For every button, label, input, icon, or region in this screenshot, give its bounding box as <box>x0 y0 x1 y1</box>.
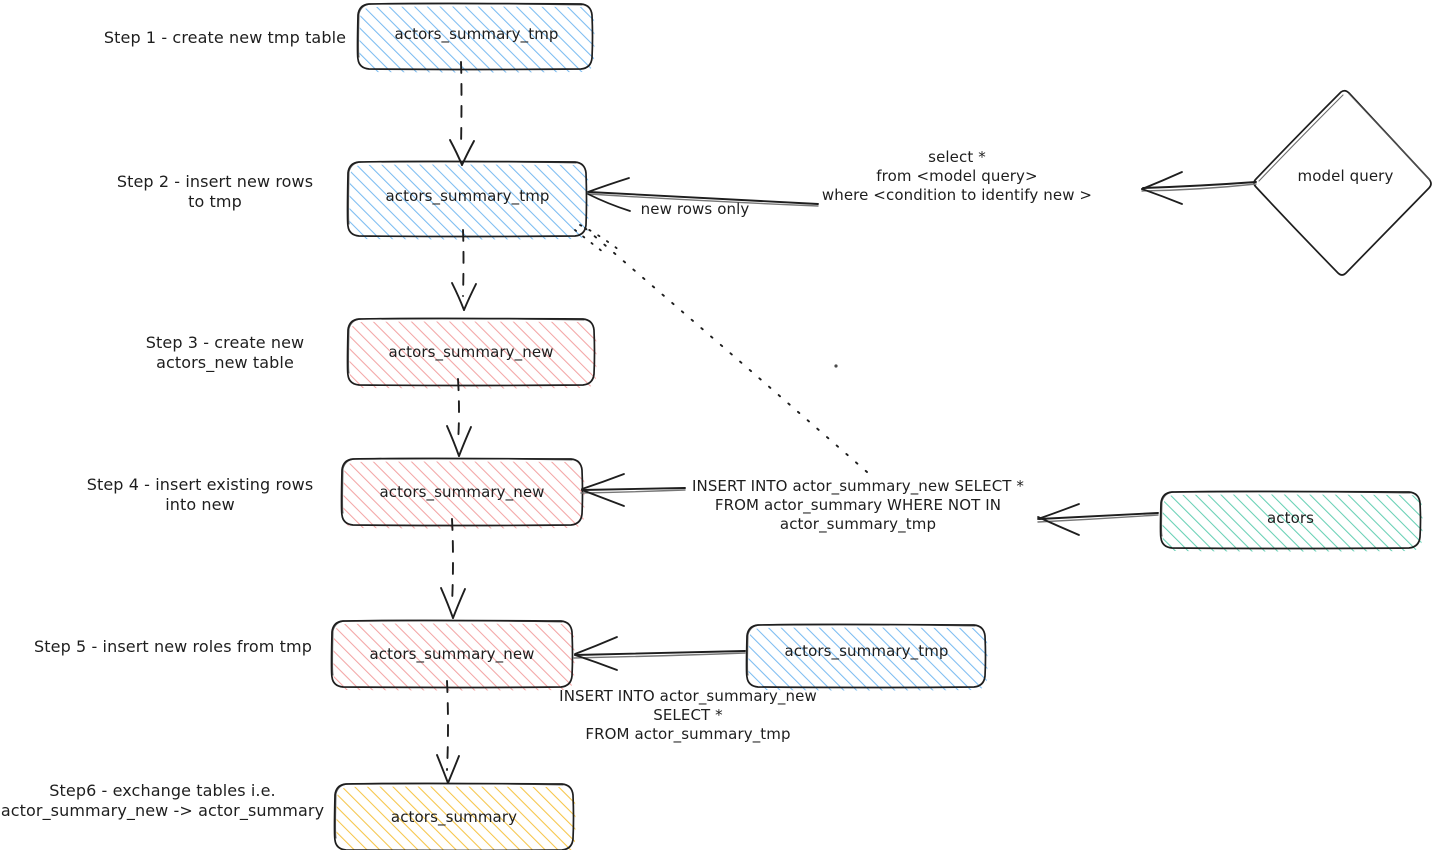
edge-n1-to-n2-dashed-arrow <box>449 61 475 166</box>
node-actors-summary-tmp-2[interactable] <box>346 160 589 240</box>
edge-n5-to-n6-dashed-arrow <box>436 680 460 784</box>
edge-model-query-to-tmp <box>1141 171 1257 205</box>
node-model-query-diamond[interactable] <box>1253 89 1432 276</box>
edge-n3-to-n4-dashed-arrow <box>446 378 472 457</box>
edge-condition-to-step2-tmp <box>587 177 819 212</box>
node-actors-summary-tmp-1[interactable] <box>356 2 595 73</box>
edge-tmp-to-insert-label-dotted <box>574 224 868 473</box>
node-actors-summary-tmp-9[interactable] <box>745 623 988 691</box>
edge-insert-existing-to-new <box>580 473 686 507</box>
edge-n4-to-n5-dashed-arrow <box>440 518 466 619</box>
edge-actors-to-insert-label <box>1037 503 1159 536</box>
edge-tmp-to-new-step5 <box>573 636 746 671</box>
node-actors-summary-new-4[interactable] <box>340 457 585 529</box>
edge-n2-to-n3-dashed-arrow <box>451 229 477 311</box>
node-actors-summary-6[interactable] <box>333 782 576 850</box>
stray-dot-artifact <box>834 364 838 368</box>
node-actors-summary-new-5[interactable] <box>330 619 575 691</box>
node-actors-8[interactable] <box>1159 490 1423 552</box>
node-actors-summary-new-3[interactable] <box>346 317 597 389</box>
